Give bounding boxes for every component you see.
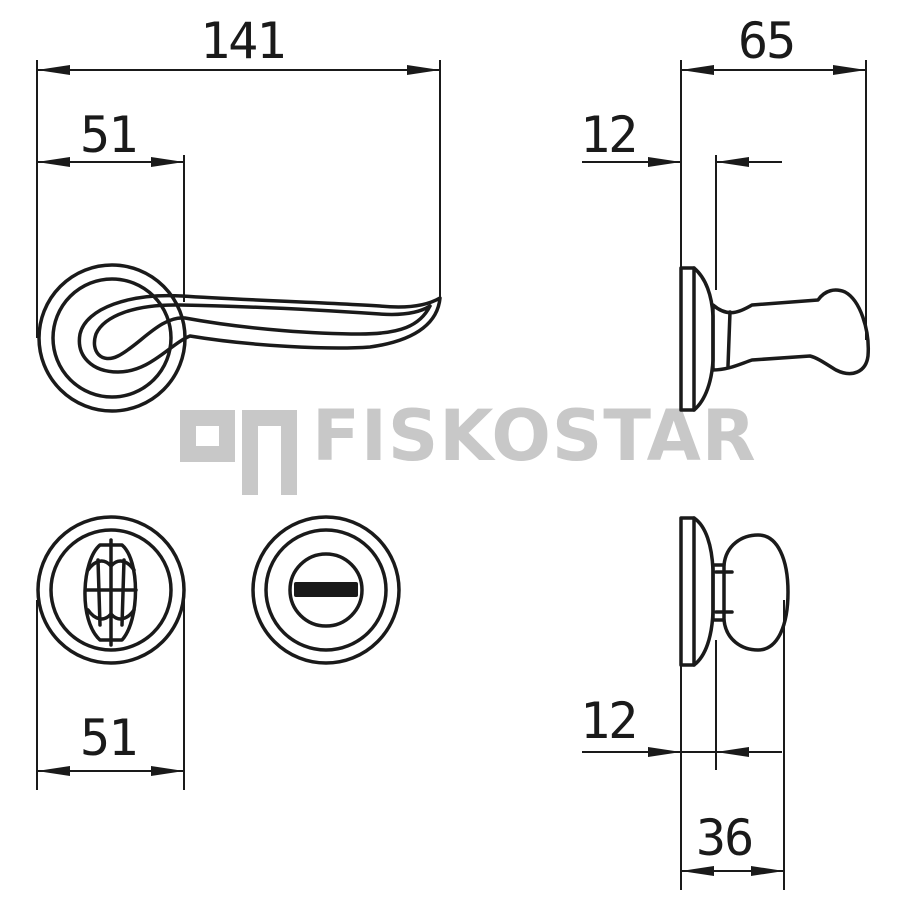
dim-turn-rose-thickness: 12 (580, 640, 782, 890)
dim-51-turn-label: 51 (80, 709, 136, 767)
lever-handle-outline (77, 293, 442, 374)
lever-rose-inner (51, 277, 173, 399)
lever-side-view (679, 266, 870, 412)
watermark: FISKOSTAR (180, 395, 757, 495)
turn-rose-inner (49, 528, 173, 652)
watermark-brand: FISKOSTAR (312, 395, 757, 477)
dim-12-turn-label: 12 (580, 692, 636, 750)
dim-turn-rose-diameter: 51 (36, 600, 185, 790)
dim-51-lever-label: 51 (80, 106, 136, 164)
turn-side-knob (711, 533, 790, 652)
dim-141-label: 141 (200, 12, 284, 70)
dim-lever-projection: 65 (680, 12, 867, 340)
watermark-logo-icon (180, 410, 297, 495)
lever-front-view (37, 263, 442, 413)
dim-turn-projection: 36 (681, 600, 785, 890)
dim-lever-rose-to-axis: 51 (37, 106, 185, 302)
release-disc (288, 552, 364, 628)
turn-side-rose (679, 516, 715, 667)
lever-side-rose (679, 266, 715, 412)
turn-rose-outer (36, 515, 186, 665)
release-rose-outer (251, 515, 401, 665)
dim-65-label: 65 (738, 12, 794, 70)
release-rose-inner (264, 528, 388, 652)
dim-lever-total-length: 141 (36, 12, 441, 338)
turn-knob-side-view (679, 516, 790, 667)
lever-handle-inner-line (92, 303, 432, 361)
dim-12-lever-label: 12 (580, 106, 636, 164)
dim-lever-rose-thickness: 12 (580, 106, 782, 290)
lever-rose-outer (37, 263, 187, 413)
dim-36-label: 36 (696, 809, 752, 867)
release-slot (294, 582, 358, 597)
turn-knob-front-view (36, 515, 186, 665)
turn-knob-outline (83, 543, 138, 642)
emergency-release-front-view (251, 515, 401, 665)
lever-side-handle (711, 288, 870, 376)
